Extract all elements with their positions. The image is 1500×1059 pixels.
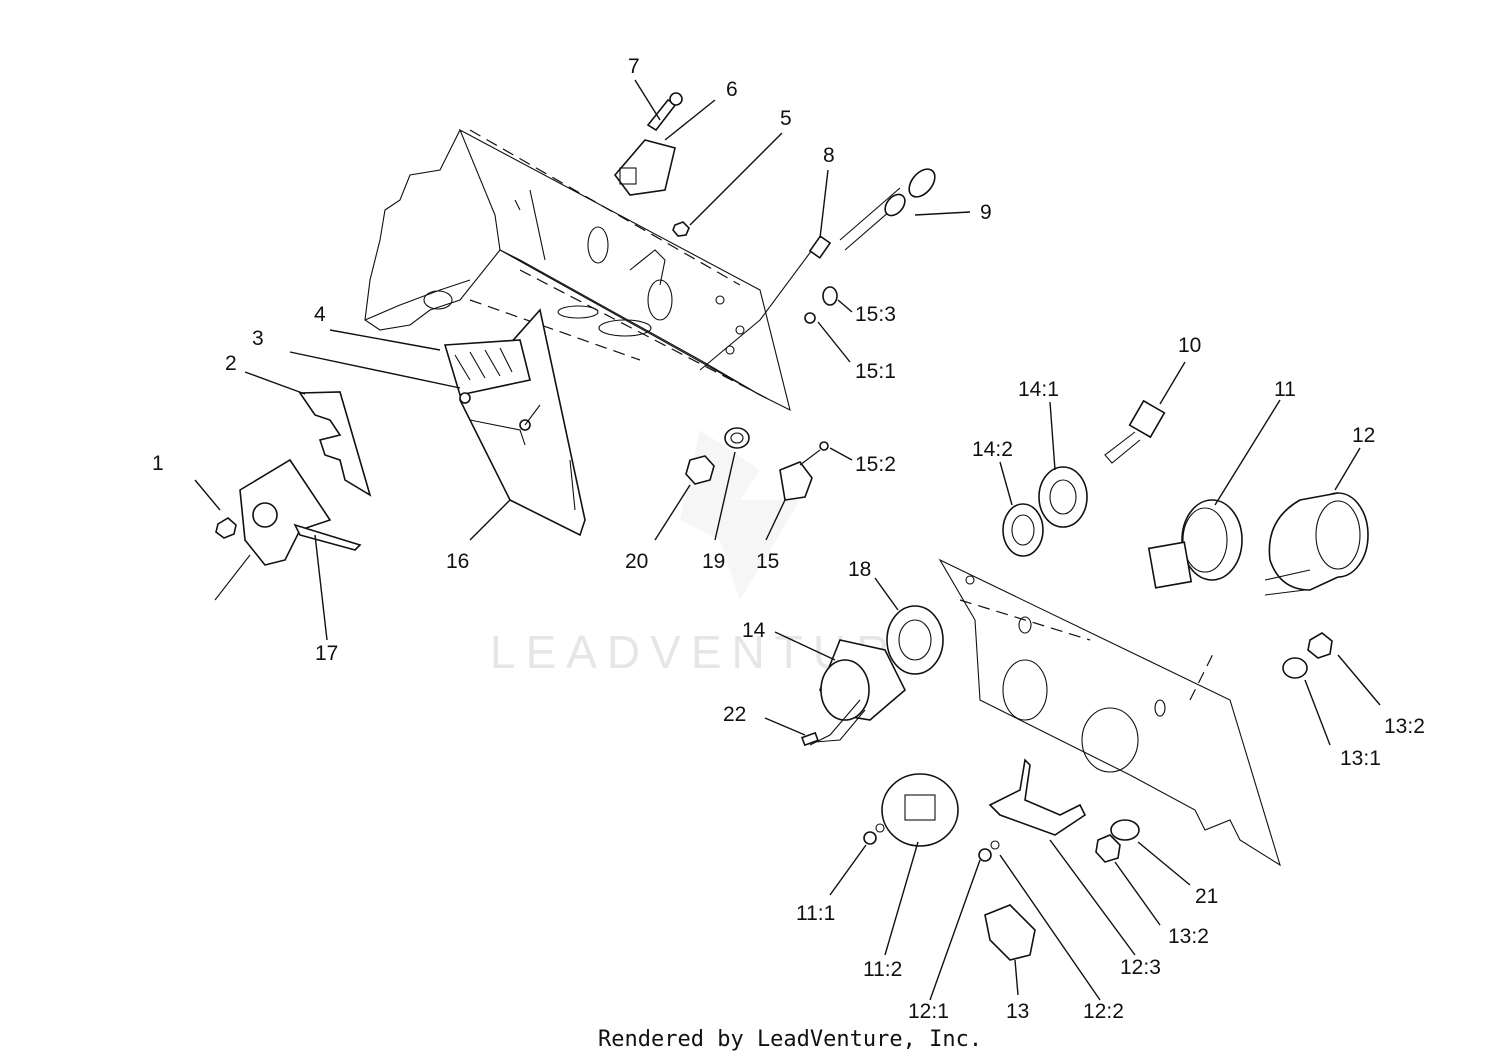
callout-18: 18	[848, 558, 871, 581]
callout-22: 22	[723, 703, 746, 726]
key-10	[1104, 399, 1166, 464]
nut-14-1	[1038, 466, 1088, 528]
bushing-15-3	[822, 286, 838, 306]
washer-14-2	[1002, 503, 1044, 557]
choke-knob-9	[839, 168, 936, 251]
control-panel-plate	[938, 558, 1281, 867]
relay-13	[984, 904, 1036, 961]
callout-14-2: 14:2	[972, 438, 1013, 461]
nut-1	[215, 517, 237, 539]
washer-15-1	[804, 312, 816, 324]
callout-12-1: 12:1	[908, 1000, 949, 1023]
leader-lines	[194, 79, 1381, 1001]
callout-12-2: 12:2	[1083, 1000, 1124, 1023]
callout-6: 6	[726, 78, 738, 101]
bracket-plate-2	[298, 391, 372, 497]
callout-11: 11	[1274, 378, 1296, 401]
washer-21	[1110, 819, 1140, 841]
ignition-lever-17	[214, 458, 362, 601]
hour-meter-11	[1147, 499, 1243, 589]
callout-labels: 1 2 3 4 5 6 7 8 9 10 11 12 13 14 15 16 1…	[152, 55, 1425, 1023]
callout-13-2-upper: 13:2	[1384, 715, 1425, 738]
callout-15-3: 15:3	[855, 303, 896, 326]
callout-12-3: 12:3	[1120, 956, 1161, 979]
knob-15	[779, 449, 821, 501]
wire-lead-22	[801, 699, 866, 747]
callout-15-1: 15:1	[855, 360, 896, 383]
callout-12: 12	[1352, 424, 1375, 447]
callout-7: 7	[628, 55, 640, 78]
nut-13-2-lower	[1095, 834, 1121, 863]
terminal-block-4	[443, 339, 531, 396]
callout-13-1: 13:1	[1340, 747, 1381, 770]
nut-11-1	[863, 823, 885, 845]
callout-11-1: 11:1	[796, 902, 835, 925]
callout-1: 1	[152, 452, 164, 475]
callout-17: 17	[315, 642, 338, 665]
washer-13-1	[1282, 657, 1308, 679]
callout-19: 19	[702, 550, 725, 573]
callout-13: 13	[1006, 1000, 1029, 1023]
callout-4: 4	[314, 303, 326, 326]
ignition-switch-14	[819, 639, 906, 721]
callout-13-2-lower: 13:2	[1168, 925, 1209, 948]
washer-19	[724, 427, 750, 449]
callout-16: 16	[446, 550, 469, 573]
dash-panel-bracket	[364, 128, 791, 412]
gauge-12	[1264, 492, 1369, 596]
callout-14: 14	[742, 619, 766, 642]
callout-14-1: 14:1	[1018, 378, 1059, 401]
bracket-12-3	[988, 758, 1087, 836]
callout-21: 21	[1195, 885, 1218, 908]
nut-20	[685, 455, 715, 485]
connector-6	[613, 139, 676, 196]
callout-15: 15	[756, 550, 779, 573]
credit-text: Rendered by LeadVenture, Inc.	[598, 1027, 982, 1052]
callout-10: 10	[1178, 334, 1201, 357]
screw-3	[459, 392, 541, 431]
callout-3: 3	[252, 327, 264, 350]
callout-20: 20	[625, 550, 648, 573]
callout-9: 9	[980, 201, 992, 224]
lockwasher-15-2	[819, 441, 829, 451]
callout-8: 8	[823, 144, 835, 167]
callout-5: 5	[780, 107, 792, 130]
nut-13-2-upper	[1307, 632, 1333, 659]
callout-15-2: 15:2	[855, 453, 896, 476]
nut-5	[672, 221, 690, 237]
screw-7	[646, 92, 683, 132]
callout-11-2: 11:2	[863, 958, 902, 981]
nut-12-1	[978, 840, 1000, 862]
callout-2: 2	[225, 352, 237, 375]
bezel-11-2	[881, 773, 959, 847]
watermark-logo	[680, 430, 800, 600]
choke-cable-8	[699, 235, 832, 371]
washer-18	[886, 605, 944, 675]
